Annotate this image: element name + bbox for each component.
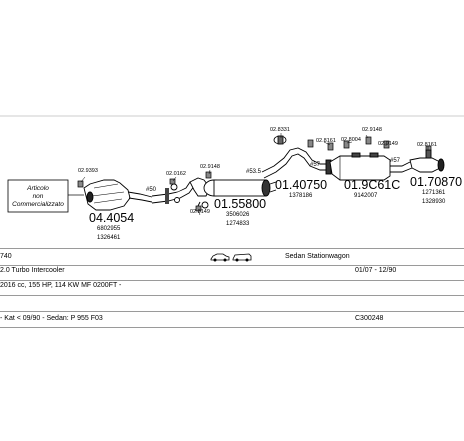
hanger-parts bbox=[77, 136, 432, 212]
table-rule bbox=[0, 327, 464, 328]
part-number: 04.4054 bbox=[89, 211, 134, 225]
fitting-code: 02.9149 bbox=[378, 141, 398, 147]
wagon-icon bbox=[232, 253, 252, 262]
box-line-2: non bbox=[33, 193, 44, 200]
part-number: 01.40750 bbox=[275, 178, 327, 192]
exhaust-system-diagram: Articolo non Commercializzato bbox=[0, 115, 464, 241]
oem-number: 1328930 bbox=[422, 199, 446, 205]
engine-specs: 2016 cc, 155 HP, 114 KW MF 0200FT - bbox=[0, 282, 122, 289]
tail-pipe bbox=[409, 149, 445, 173]
oem-number: 1326461 bbox=[97, 235, 121, 241]
info-row-model: 740 Sedan Stationwagon bbox=[0, 249, 464, 265]
table-rule bbox=[0, 311, 464, 312]
diameter-label: #50 bbox=[146, 187, 157, 193]
leader-lines bbox=[80, 133, 429, 216]
intermediate-pipe bbox=[261, 147, 332, 179]
oem-number: 9142007 bbox=[354, 193, 378, 199]
front-pipe bbox=[151, 181, 196, 204]
sedan-icon bbox=[210, 253, 230, 262]
catalog-code: C300248 bbox=[355, 315, 384, 322]
oem-number: 1271361 bbox=[422, 190, 446, 196]
oem-number: 1274833 bbox=[226, 221, 250, 227]
fitment-notes: - Kat < 09/90 - Sedan: P 955 F03 bbox=[0, 315, 103, 322]
not-commercialized-box: Articolo non Commercializzato bbox=[7, 179, 69, 213]
oem-number: 6802955 bbox=[97, 226, 121, 232]
part-number: 01.55800 bbox=[214, 197, 266, 211]
box-line-3: Commercializzato bbox=[12, 201, 64, 208]
fitting-code: 02.8004 bbox=[341, 137, 361, 143]
fitting-code: 02.9148 bbox=[200, 164, 220, 170]
box-line-1: Articolo bbox=[26, 185, 49, 192]
oem-number: 1378186 bbox=[289, 193, 313, 199]
fitting-code: 02.9148 bbox=[362, 127, 382, 133]
model-name: 740 bbox=[0, 253, 12, 260]
middle-muffler bbox=[189, 177, 277, 211]
info-row-notes: - Kat < 09/90 - Sedan: P 955 F03 C300248 bbox=[0, 311, 464, 327]
table-rule bbox=[0, 265, 464, 266]
table-rule bbox=[0, 295, 464, 296]
fitting-code: 02.8161 bbox=[316, 138, 336, 144]
table-rule bbox=[0, 280, 464, 281]
part-number: 01.9C61C bbox=[344, 178, 400, 192]
part-number: 01.70870 bbox=[410, 175, 462, 189]
flange-intermediate bbox=[273, 135, 287, 145]
fitting-code: 02.0162 bbox=[166, 171, 186, 177]
catalytic-converter bbox=[83, 179, 153, 211]
table-rule bbox=[0, 248, 464, 249]
engine-description: 2.0 Turbo Intercooler bbox=[0, 267, 65, 274]
info-row-specs: 2016 cc, 155 HP, 114 KW MF 0200FT - bbox=[0, 278, 464, 294]
diameter-label: #57 bbox=[310, 162, 321, 168]
diameter-label: #53.5 bbox=[246, 169, 262, 175]
oem-number: 3506026 bbox=[226, 212, 250, 218]
fitting-code: 02.8331 bbox=[270, 127, 290, 133]
fitting-code: 02.9393 bbox=[78, 168, 98, 174]
body-type: Sedan Stationwagon bbox=[285, 253, 350, 260]
info-row-engine: 2.0 Turbo Intercooler 01/07 - 12/90 bbox=[0, 263, 464, 279]
production-years: 01/07 - 12/90 bbox=[355, 267, 397, 274]
diameter-label: #57 bbox=[390, 158, 401, 164]
fitting-code: 02.3149 bbox=[190, 209, 210, 215]
rear-muffler bbox=[329, 152, 413, 181]
fitting-code: 02.8161 bbox=[417, 142, 437, 148]
